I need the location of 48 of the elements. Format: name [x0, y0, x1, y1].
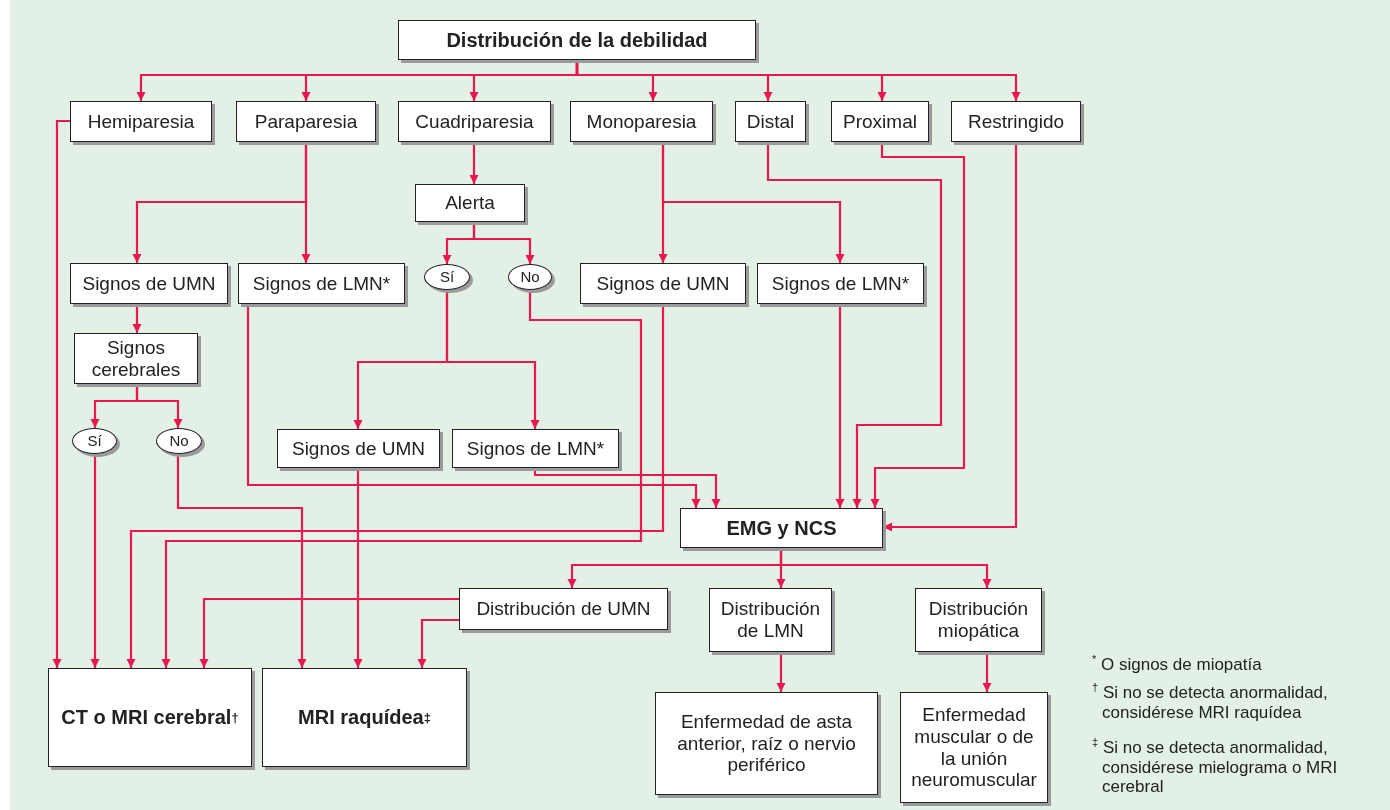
footnote: $^{†}$ Si no se detecta anormalidad, considérese MRI raquídea — [1092, 683, 1329, 723]
arrow — [176, 454, 307, 668]
process-box: Enfermedad de asta anterior, raíz o nervio periférico — [655, 692, 878, 795]
process-box: Signos de UMN — [277, 429, 440, 468]
footnote: $^{‡}$ Si no se detecta anormalidad, considérese mielograma o MRI cerebral — [1092, 738, 1339, 797]
process-box: Monoparesia — [570, 101, 713, 142]
process-box: Distribución de LMN — [709, 588, 832, 652]
arrow — [445, 290, 540, 429]
arrow — [835, 304, 845, 508]
process-box: Signos de LMN* — [757, 263, 924, 304]
process-box: Signos de UMN — [580, 263, 746, 304]
arrow — [417, 618, 459, 668]
arrow — [52, 119, 70, 668]
arrow — [469, 142, 479, 184]
arrow — [982, 652, 992, 692]
arrow — [246, 304, 701, 508]
footnote: $^{*}$ O signos de miopatía — [1092, 655, 1263, 675]
process-box: Distribución de UMN — [459, 588, 668, 630]
process-box: Paraparesia — [236, 101, 376, 142]
process-box: Distal — [735, 101, 806, 142]
arrow — [883, 142, 1018, 532]
result-box: Distribución de la debilidad — [398, 20, 756, 60]
arrow — [132, 304, 142, 333]
process-box: Enfermedad muscular o de la unión neuromuscular — [900, 692, 1048, 803]
process-box: Signos de LMN* — [238, 263, 405, 304]
process-box: Proximal — [831, 101, 929, 142]
arrow — [199, 597, 459, 668]
arrow — [776, 652, 786, 692]
arrow — [575, 60, 1021, 101]
process-box: Signos cerebrales — [74, 333, 198, 384]
arrow — [779, 548, 992, 588]
arrow — [661, 142, 845, 263]
process-box: Signos de LMN* — [452, 429, 619, 468]
process-box: Alerta — [415, 184, 525, 222]
arrow — [353, 468, 363, 668]
arrow — [533, 468, 721, 508]
process-box: Cuadriparesia — [398, 101, 551, 142]
process-box: Distribución miopática — [915, 588, 1042, 652]
arrow — [301, 142, 311, 263]
arrow — [90, 454, 100, 668]
result-box: EMG y NCS — [680, 508, 883, 548]
process-box: Restringido — [951, 101, 1081, 142]
arrow — [870, 142, 966, 508]
arrow — [135, 384, 183, 428]
arrow — [472, 222, 535, 264]
arrow — [766, 142, 943, 508]
process-box: Signos de UMN — [70, 263, 228, 304]
process-box: Hemiparesia — [70, 101, 212, 142]
